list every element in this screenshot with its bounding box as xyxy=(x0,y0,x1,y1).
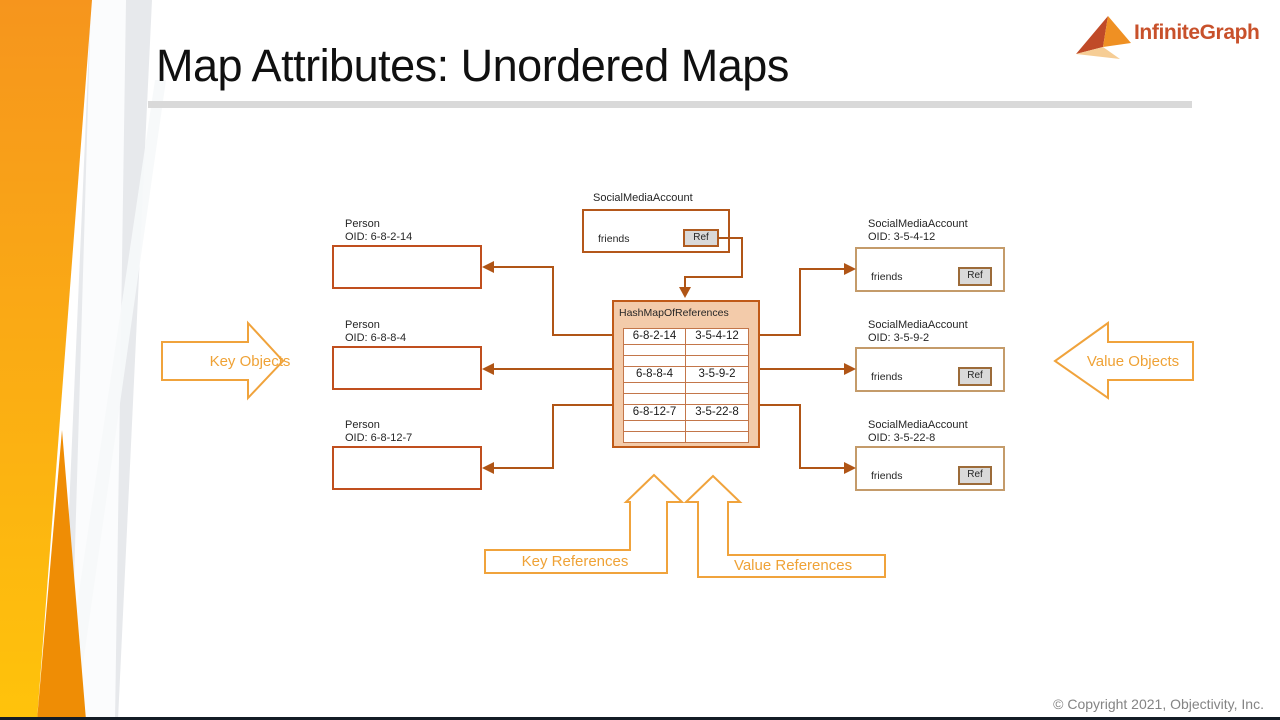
key-references-label: Key References xyxy=(521,553,629,570)
class-name: Person xyxy=(345,218,380,230)
table-row-empty xyxy=(624,394,748,405)
logo-text: InfiniteGraph xyxy=(1134,21,1260,44)
account-attribute-3: friends xyxy=(871,470,903,482)
class-name: Person xyxy=(345,419,380,431)
oid: OID: 3-5-4-12 xyxy=(868,231,936,243)
account-label-3: SocialMediaAccount OID: 3-5-22-8 xyxy=(868,419,968,445)
gray-slash xyxy=(60,0,152,720)
source-object-label: SocialMediaAccount xyxy=(593,192,693,205)
value-cell: 3-5-22-8 xyxy=(695,406,739,418)
logo-pyramid-icon xyxy=(1076,16,1131,59)
hashmap-box: HashMapOfReferences 6-8-2-14 3-5-4-12 6-… xyxy=(612,300,760,448)
orange-wedge xyxy=(0,0,92,720)
table-row: 6-8-8-4 3-5-9-2 xyxy=(624,367,748,383)
account-ref-button-3: Ref xyxy=(958,466,992,485)
oid: OID: 3-5-9-2 xyxy=(868,332,930,344)
hashmap-title: HashMapOfReferences xyxy=(619,307,729,319)
account-attribute-2: friends xyxy=(871,371,903,383)
source-attribute-label: friends xyxy=(598,233,630,245)
person-box-2 xyxy=(332,346,482,390)
bottom-edge-bar xyxy=(0,717,1280,720)
oid: OID: 3-5-22-8 xyxy=(868,432,936,444)
copyright-text: © Copyright 2021, Objectivity, Inc. xyxy=(1053,696,1264,712)
oid: OID: 6-8-8-4 xyxy=(345,332,407,344)
logo: InfiniteGraph xyxy=(1072,10,1272,62)
account-ref-button-1: Ref xyxy=(958,267,992,286)
person-label-3: Person OID: 6-8-12-7 xyxy=(345,419,412,445)
class-name: Person xyxy=(345,319,380,331)
table-row-empty xyxy=(624,383,748,394)
source-class-name: SocialMediaAccount xyxy=(593,192,693,204)
title-underline xyxy=(148,101,1192,108)
white-blade-cross xyxy=(60,80,166,720)
table-row-empty xyxy=(624,356,748,367)
left-decoration xyxy=(0,0,166,720)
account-label-2: SocialMediaAccount OID: 3-5-9-2 xyxy=(868,319,968,345)
key-cell: 6-8-12-7 xyxy=(624,405,686,420)
key-objects-label: Key Objects xyxy=(209,353,291,370)
person-label-1: Person OID: 6-8-2-14 xyxy=(345,218,412,244)
key-cell: 6-8-8-4 xyxy=(624,367,686,382)
dark-orange-wedge xyxy=(37,430,86,720)
connector-key-3 xyxy=(494,404,612,469)
value-objects-label: Value Objects xyxy=(1086,353,1180,370)
page-title: Map Attributes: Unordered Maps xyxy=(156,40,789,91)
value-cell: 3-5-9-2 xyxy=(698,368,736,380)
connector-value-3 xyxy=(760,404,845,469)
oid: OID: 6-8-12-7 xyxy=(345,432,413,444)
oid: OID: 6-8-2-14 xyxy=(345,231,413,243)
table-row-empty xyxy=(624,345,748,356)
table-row: 6-8-12-7 3-5-22-8 xyxy=(624,405,748,421)
account-ref-button-2: Ref xyxy=(958,367,992,386)
value-cell: 3-5-4-12 xyxy=(695,330,739,342)
connector-value-1 xyxy=(760,268,845,336)
connector-key-1 xyxy=(494,266,612,336)
table-row-empty xyxy=(624,421,748,432)
table-row: 6-8-2-14 3-5-4-12 xyxy=(624,329,748,345)
person-label-2: Person OID: 6-8-8-4 xyxy=(345,319,406,345)
source-ref-button: Ref xyxy=(683,229,719,247)
account-attribute-1: friends xyxy=(871,271,903,283)
person-box-3 xyxy=(332,446,482,490)
hashmap-table: 6-8-2-14 3-5-4-12 6-8-8-4 3-5-9-2 6-8-12… xyxy=(623,328,749,443)
account-label-1: SocialMediaAccount OID: 3-5-4-12 xyxy=(868,218,968,244)
class-name: SocialMediaAccount xyxy=(868,419,968,431)
key-cell: 6-8-2-14 xyxy=(624,329,686,344)
class-name: SocialMediaAccount xyxy=(868,218,968,230)
value-references-label: Value References xyxy=(733,557,853,574)
class-name: SocialMediaAccount xyxy=(868,319,968,331)
table-row-empty xyxy=(624,432,748,442)
person-box-1 xyxy=(332,245,482,289)
white-blade xyxy=(70,0,126,720)
